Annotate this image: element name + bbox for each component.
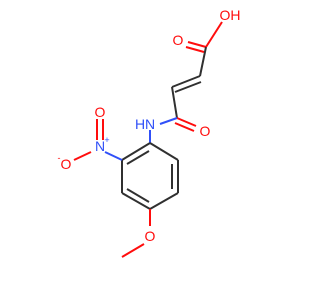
bond-nitro-o-minus <box>73 151 92 161</box>
charge-o-nitro-minus: - <box>58 153 61 163</box>
bond-c4-c5 <box>171 86 178 119</box>
bond-c3-c4-a <box>171 75 201 88</box>
bond-ring-nitro <box>104 151 123 161</box>
ring-bond-4-inner <box>126 188 150 203</box>
bond-c2-c3 <box>199 46 207 77</box>
ring-bond-6 <box>121 142 151 161</box>
atom-o-acid: O <box>173 32 184 48</box>
bond-amide-cn <box>159 117 178 125</box>
bond-amide-co-a <box>176 117 197 127</box>
bond-c-oh <box>205 21 223 48</box>
ring-bond-3 <box>149 192 179 210</box>
bond-amide-co-b <box>174 122 195 132</box>
bond-c-o-double-b <box>185 46 205 53</box>
atom-labels: OH O O H N N + O O - O <box>58 7 241 244</box>
atom-oh: OH <box>220 7 241 23</box>
atom-n-nitro: N <box>95 138 105 154</box>
molecule-structure: OH O O H N N + O O - O <box>58 7 241 258</box>
bond-c3-c4-b <box>174 81 202 93</box>
atom-o-amide: O <box>200 123 211 139</box>
atom-o-nitro-minus: O <box>61 156 72 172</box>
ring-bond-6-inner <box>126 150 150 165</box>
atom-o-methoxy: O <box>145 228 156 244</box>
charge-n-nitro: + <box>104 135 109 145</box>
bonds <box>73 21 223 258</box>
ring-bond-4 <box>121 192 151 210</box>
bond-c-o-double-a <box>187 41 207 48</box>
bond-o-methyl <box>121 243 145 258</box>
atom-n-amide: N <box>145 116 155 132</box>
atom-o-nitro-double: O <box>95 104 106 120</box>
atom-h-amide: H <box>135 116 145 132</box>
ring-bond-1 <box>149 142 179 161</box>
